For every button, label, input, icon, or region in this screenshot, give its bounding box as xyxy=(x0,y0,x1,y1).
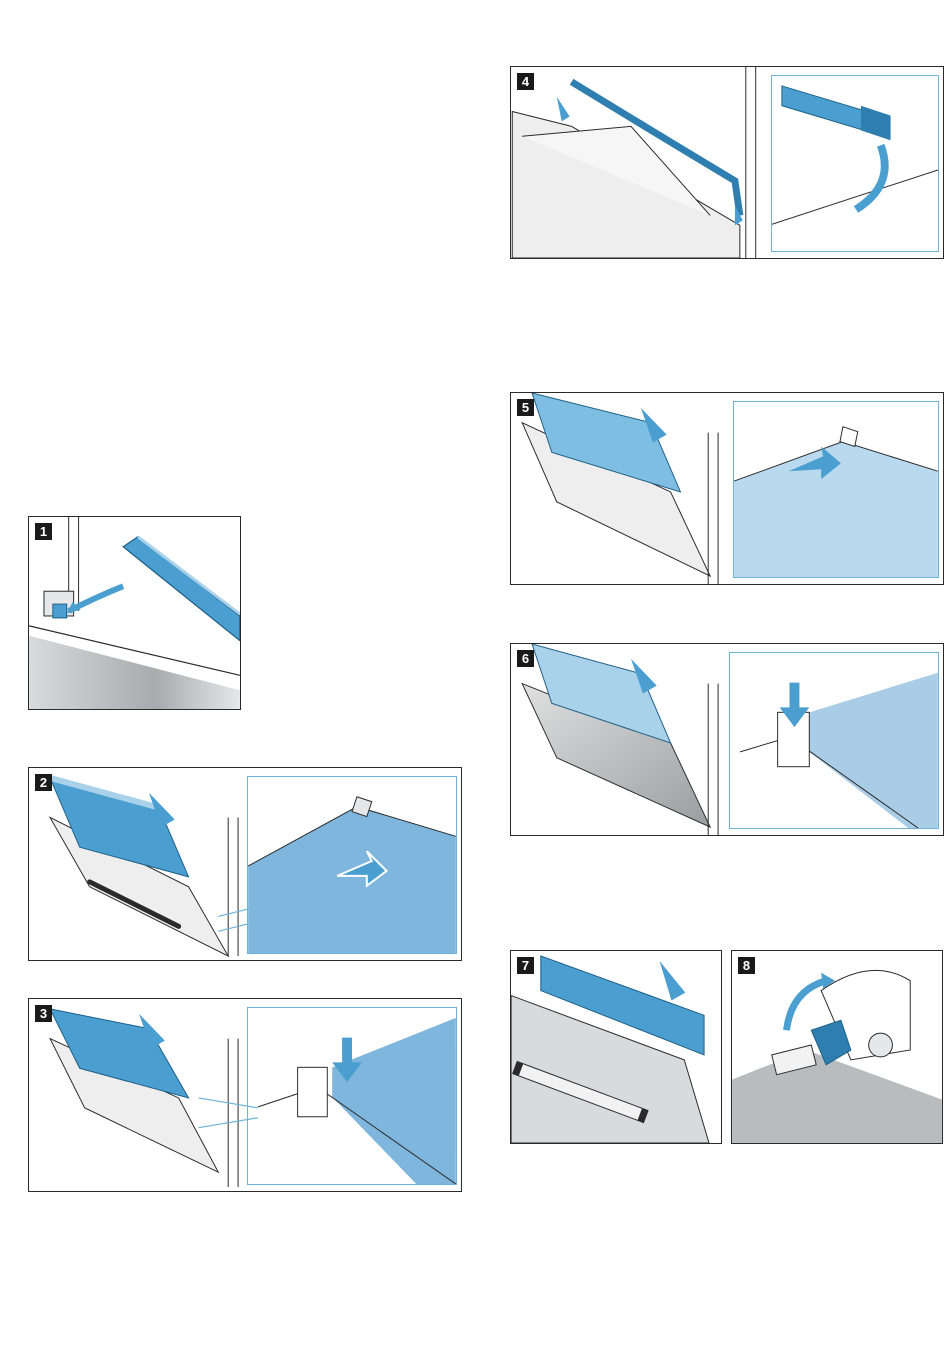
step-6-illustration: 6 xyxy=(510,643,944,836)
step-number-badge: 4 xyxy=(517,73,534,90)
attach-cover-strip-drawing xyxy=(511,951,721,1143)
detail-zoom-box xyxy=(247,776,457,954)
glass-pane-press-detail xyxy=(248,1008,456,1184)
step-number-badge: 1 xyxy=(35,523,52,540)
step-number-badge: 2 xyxy=(35,774,52,791)
step-number-badge: 5 xyxy=(517,399,534,416)
seal-clip-detail xyxy=(772,76,938,251)
remove-cover-clip-drawing xyxy=(29,517,240,709)
detail-zoom-box xyxy=(771,75,939,252)
step-4-illustration: 4 xyxy=(510,66,944,259)
inner-pane-slide-detail xyxy=(734,402,938,577)
step-number-badge: 3 xyxy=(35,1005,52,1022)
detail-zoom-box xyxy=(733,401,939,578)
step-8-illustration: 8 xyxy=(731,950,943,1144)
step-number-badge: 7 xyxy=(517,957,534,974)
step-2-illustration: 2 xyxy=(28,767,462,961)
inner-pane-press-detail xyxy=(730,653,938,828)
step-3-illustration: 3 xyxy=(28,998,462,1192)
step-number-badge: 6 xyxy=(517,650,534,667)
step-7-illustration: 7 xyxy=(510,950,722,1144)
step-5-illustration: 5 xyxy=(510,392,944,585)
step-number-badge: 8 xyxy=(738,957,755,974)
glass-pane-slide-detail xyxy=(248,777,456,953)
step-1-illustration: 1 xyxy=(28,516,241,710)
detail-zoom-box xyxy=(247,1007,457,1185)
lock-hinge-drawing xyxy=(732,951,942,1143)
detail-zoom-box xyxy=(729,652,939,829)
